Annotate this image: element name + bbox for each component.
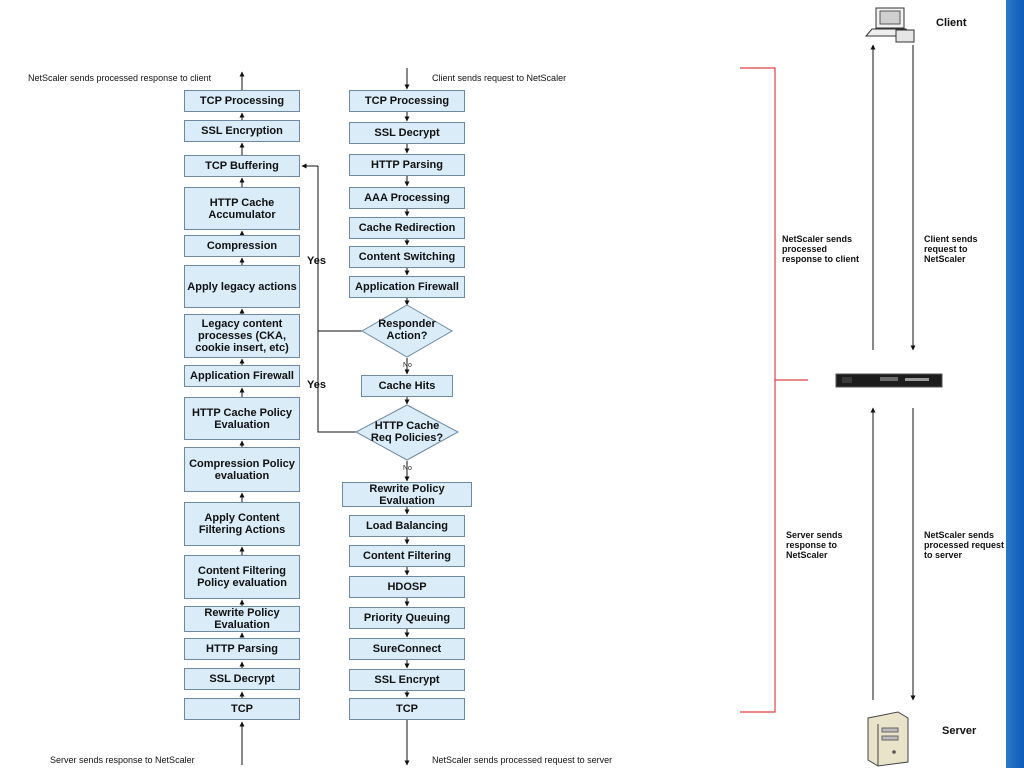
left-http-cache-accumulator: HTTP Cache Accumulator	[184, 187, 300, 230]
left-legacy-content-processes: Legacy content processes (CKA, cookie in…	[184, 314, 300, 358]
label-ns-to-server: NetScaler sends processed request to ser…	[924, 530, 1005, 560]
decision-responder-text: Responder Action?	[378, 318, 436, 342]
decision-responder	[361, 304, 453, 358]
left-apply-legacy-actions: Apply legacy actions	[184, 265, 300, 308]
server-icon	[867, 711, 909, 767]
right-sureconnect: SureConnect	[349, 638, 465, 660]
left-http-cache-policy-evaluation: HTTP Cache Policy Evaluation	[184, 397, 300, 440]
left-rewrite-policy-evaluation: Rewrite Policy Evaluation	[184, 606, 300, 632]
caption-top-left: NetScaler sends processed response to cl…	[28, 73, 212, 83]
right-content-filtering: Content Filtering	[349, 545, 465, 567]
client-label: Client	[936, 17, 967, 29]
label-ns-to-client: NetScaler sends processed response to cl…	[782, 234, 860, 264]
left-application-firewall: Application Firewall	[184, 365, 300, 387]
left-http-parsing: HTTP Parsing	[184, 638, 300, 660]
netscaler-appliance-icon	[835, 373, 943, 388]
bracket	[740, 67, 776, 713]
yes-label-cache-req: Yes	[307, 379, 326, 391]
right-content-switching: Content Switching	[349, 246, 465, 268]
right-panel-arrows	[870, 44, 916, 701]
left-ssl-decrypt: SSL Decrypt	[184, 668, 300, 690]
right-priority-queuing: Priority Queuing	[349, 607, 465, 629]
right-aaa-processing: AAA Processing	[349, 187, 465, 209]
left-apply-content-filtering-actions: Apply Content Filtering Actions	[184, 502, 300, 546]
left-tcp: TCP	[184, 698, 300, 720]
client-computer-icon	[864, 7, 915, 43]
caption-top-right: Client sends request to NetScaler	[432, 73, 567, 83]
right-tcp: TCP	[349, 698, 465, 720]
yes-label-responder: Yes	[307, 255, 326, 267]
label-server-to-ns: Server sends response to NetScaler	[786, 530, 843, 560]
right-http-parsing: HTTP Parsing	[349, 154, 465, 176]
right-load-balancing: Load Balancing	[349, 515, 465, 537]
left-compression-policy-evaluation: Compression Policy evaluation	[184, 447, 300, 492]
right-cache-redirection: Cache Redirection	[349, 217, 465, 239]
yes-branch-lines	[317, 166, 362, 433]
right-rewrite-policy-evaluation: Rewrite Policy Evaluation	[342, 482, 472, 507]
decision-cache-req	[354, 404, 460, 461]
slide-edge-bar	[1006, 0, 1024, 768]
left-compression: Compression	[184, 235, 300, 257]
left-tcp-buffering: TCP Buffering	[184, 155, 300, 177]
left-ssl-encryption: SSL Encryption	[184, 120, 300, 142]
left-content-filtering-policy-evaluation: Content Filtering Policy evaluation	[184, 555, 300, 599]
no-label-cache-req: No	[403, 465, 412, 472]
right-cache-hits: Cache Hits	[361, 375, 453, 397]
label-client-to-ns: Client sends request to NetScaler	[924, 234, 978, 264]
server-label: Server	[942, 725, 977, 737]
decision-cache-req-text: HTTP Cache Req Policies?	[370, 420, 444, 444]
right-tcp-processing: TCP Processing	[349, 90, 465, 112]
right-ssl-encrypt: SSL Encrypt	[349, 669, 465, 691]
right-application-firewall: Application Firewall	[349, 276, 465, 298]
right-ssl-decrypt: SSL Decrypt	[349, 122, 465, 144]
right-hdosp: HDOSP	[349, 576, 465, 598]
caption-bottom-left: Server sends response to NetScaler	[50, 755, 195, 765]
no-label-responder: No	[403, 362, 412, 369]
left-tcp-processing: TCP Processing	[184, 90, 300, 112]
caption-bottom-right: NetScaler sends processed request to ser…	[432, 755, 613, 765]
